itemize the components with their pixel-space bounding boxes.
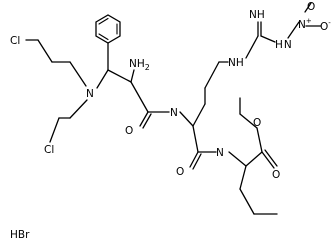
atom-o-ester-carbonyl: O bbox=[272, 169, 280, 181]
atom-n-amine: N bbox=[86, 88, 94, 100]
chloroethyl-top bbox=[25, 39, 87, 87]
bond-calpha-carbonyl1 bbox=[130, 81, 149, 113]
chloroethyl-bottom bbox=[49, 99, 88, 143]
nitroguanidine-group bbox=[245, 2, 322, 59]
bond-n-calpha2 bbox=[179, 111, 194, 127]
atom-cl-top: Cl bbox=[10, 35, 20, 47]
bond-cbeta-n bbox=[96, 69, 109, 89]
salt-label: HBr bbox=[10, 229, 30, 241]
bond-c-o-amide1 bbox=[139, 111, 149, 127]
atom-nh2: NH2 bbox=[129, 58, 150, 72]
atom-o-amide2: O bbox=[176, 166, 184, 178]
atom-nh-guanidine: NH bbox=[228, 57, 244, 69]
atom-o-amide1: O bbox=[125, 125, 133, 137]
atom-nh-nitro: HN bbox=[275, 39, 292, 51]
bond-calpha2-carbonyl2 bbox=[192, 125, 199, 153]
ethyl-ester bbox=[239, 97, 278, 169]
atom-nitro-o-minus: O- bbox=[320, 19, 331, 33]
atom-nitro-o: O bbox=[307, 1, 315, 13]
atom-n-amide1: N bbox=[170, 107, 178, 119]
bond-calpha-nh2 bbox=[130, 69, 135, 83]
phenyl-ring bbox=[95, 14, 121, 44]
atom-nitro-n: N+ bbox=[298, 17, 312, 31]
atom-imine-nh: NH bbox=[249, 9, 265, 21]
arginine-side-chain bbox=[192, 61, 229, 127]
propyl-side-chain bbox=[239, 165, 278, 215]
atom-n-amide2: N bbox=[216, 147, 224, 159]
bond-cbeta-calpha bbox=[107, 69, 132, 83]
atom-cl-bottom: Cl bbox=[44, 144, 54, 156]
atom-o-ester: O bbox=[253, 117, 261, 129]
